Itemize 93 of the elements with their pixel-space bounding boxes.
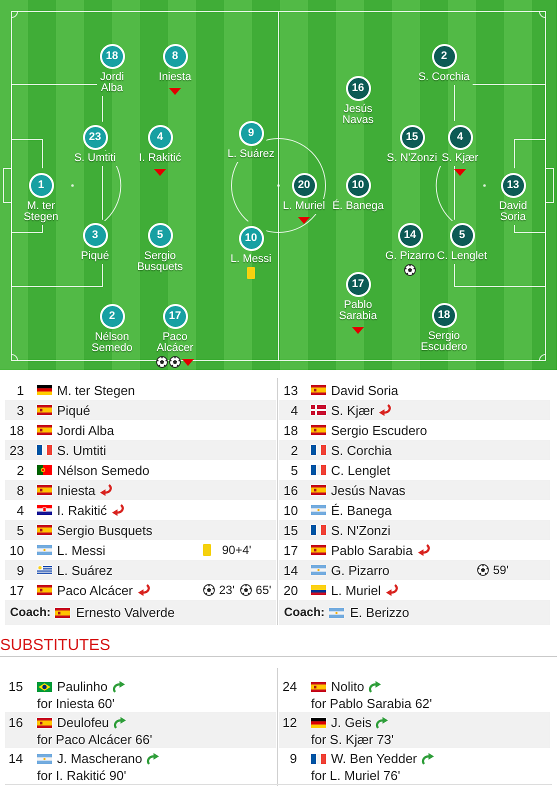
player-name: Paulinho xyxy=(57,679,108,694)
player-name: Pablo Sarabia xyxy=(339,300,377,322)
player-name: S. Umtiti xyxy=(74,153,116,164)
substitution-note: for I. Rakitić 90' xyxy=(37,768,126,783)
player-name: L. Suárez xyxy=(227,149,275,160)
shirt-number: 18 xyxy=(284,423,298,438)
shirt-number: 9 xyxy=(16,563,24,578)
player-name: Sergio Escudero xyxy=(331,422,428,438)
player-name: W. Ben Yedder xyxy=(331,751,418,766)
player-name: Sergio Busquets xyxy=(57,522,152,538)
shirt-number: 8 xyxy=(16,483,24,498)
player-name: Nélson Semedo xyxy=(57,462,150,478)
player-name: Jesús Navas xyxy=(331,482,406,498)
player-name: Piqué xyxy=(57,402,90,418)
shirt-number: 17 xyxy=(10,583,24,598)
player-name: S. Kjær xyxy=(331,402,374,418)
player-name: Iniesta xyxy=(57,482,96,498)
event-minute: 59' xyxy=(493,562,509,578)
player-name: Iniesta xyxy=(158,72,192,83)
substitution-note: for S. Kjær 73' xyxy=(311,732,394,747)
substitution-note: for L. Muriel 76' xyxy=(311,768,400,783)
player-name: J. Mascherano xyxy=(57,751,142,766)
shirt-number: 10 xyxy=(284,503,298,518)
shirt-number: 9 xyxy=(290,751,297,766)
player-name: Pablo Sarabia xyxy=(331,542,413,558)
player-name: David Soria xyxy=(331,382,398,398)
shirt-number: 15 xyxy=(8,679,23,694)
shirt-number: 24 xyxy=(282,679,297,694)
coach-name: Ernesto Valverde xyxy=(76,605,175,620)
player-name: S. Corchia xyxy=(418,72,470,83)
shirt-number: 16 xyxy=(284,483,298,498)
player-name: David Soria xyxy=(498,201,528,223)
shirt-number: 14 xyxy=(8,751,23,766)
shirt-number: 5 xyxy=(290,463,298,478)
event-minute: 90+4' xyxy=(222,542,252,558)
player-name: Jesús Navas xyxy=(342,104,374,126)
shirt-number: 16 xyxy=(8,715,23,730)
player-name: L. Muriel xyxy=(331,582,381,598)
shirt-number: 20 xyxy=(284,583,298,598)
shirt-number: 12 xyxy=(282,715,297,730)
shirt-number: 13 xyxy=(284,383,298,398)
player-name: Deulofeu xyxy=(57,715,110,730)
player-name: Sergio Busquets xyxy=(137,251,183,273)
player-name: Paco Alcácer xyxy=(156,332,194,354)
player-name: Jordi Alba xyxy=(100,72,124,94)
shirt-number: 17 xyxy=(284,543,298,558)
shirt-number: 10 xyxy=(10,543,24,558)
player-name: É. Banega xyxy=(331,502,392,518)
player-name: Paco Alcácer xyxy=(57,582,133,598)
shirt-number: 4 xyxy=(16,503,24,518)
player-name: M. ter Stegen xyxy=(57,382,136,398)
shirt-number: 14 xyxy=(284,563,298,578)
player-name: I. Rakitić xyxy=(138,153,182,164)
player-name: S. Kjær xyxy=(442,153,478,164)
player-name: É. Banega xyxy=(332,201,384,212)
section-heading: SUBSTITUTES xyxy=(0,637,110,655)
shirt-number: 4 xyxy=(290,403,298,418)
shirt-number: 18 xyxy=(10,423,24,438)
player-name: S. N'Zonzi xyxy=(386,153,438,164)
player-name: G. Pizarro xyxy=(385,251,435,262)
substitution-note: for Iniesta 60' xyxy=(37,696,115,711)
player-name: S. N'Zonzi xyxy=(331,522,391,538)
player-name: M. ter Stegen xyxy=(22,201,60,223)
player-name: L. Muriel xyxy=(282,201,326,212)
player-name: Jordi Alba xyxy=(57,422,114,438)
player-name: C. Lenglet xyxy=(436,251,488,262)
shirt-number: 15 xyxy=(284,523,298,538)
event-minute: 65' xyxy=(256,582,272,598)
player-name: G. Pizarro xyxy=(331,562,390,578)
coach-label: Coach: xyxy=(10,605,51,620)
shirt-number: 5 xyxy=(16,523,24,538)
event-minute: 23' xyxy=(219,582,235,598)
player-name: L. Messi xyxy=(57,542,106,558)
player-name: S. Umtiti xyxy=(57,442,106,458)
player-name: J. Geis xyxy=(331,715,372,730)
shirt-number: 2 xyxy=(290,443,298,458)
player-name: Nolito xyxy=(331,679,364,694)
player-name: Sergio Escudero xyxy=(420,331,468,353)
substitution-note: for Pablo Sarabia 62' xyxy=(311,696,432,711)
player-name: Nélson Semedo xyxy=(92,332,132,354)
substitution-note: for Paco Alcácer 66' xyxy=(37,732,152,747)
player-name: S. Corchia xyxy=(331,442,392,458)
coach-name: E. Berizzo xyxy=(350,605,410,620)
player-name: L. Messi xyxy=(230,254,272,265)
coach-label: Coach: xyxy=(284,605,325,620)
player-name: Piqué xyxy=(80,251,110,262)
shirt-number: 2 xyxy=(16,463,24,478)
player-name: I. Rakitić xyxy=(57,502,107,518)
shirt-number: 1 xyxy=(16,383,24,398)
player-name: L. Suárez xyxy=(57,562,113,578)
player-name: C. Lenglet xyxy=(331,462,390,478)
shirt-number: 23 xyxy=(10,443,24,458)
shirt-number: 3 xyxy=(16,403,24,418)
